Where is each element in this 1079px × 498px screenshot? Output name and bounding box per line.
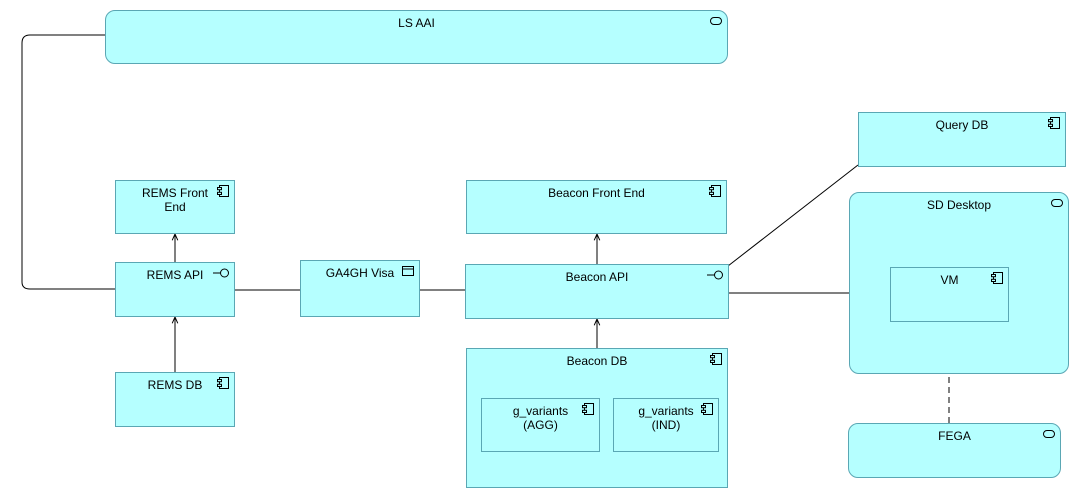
node-g-variants-agg[interactable]: g_variants (AGG) <box>481 398 600 452</box>
service-icon <box>710 15 722 27</box>
node-label: g_variants (AGG) <box>512 404 569 432</box>
component-icon <box>991 272 1003 284</box>
node-label: SD Desktop <box>926 198 992 212</box>
interface-icon <box>213 267 229 279</box>
node-label: Beacon DB <box>566 354 628 368</box>
node-label: VM <box>940 273 959 287</box>
node-ga4gh-visa[interactable]: GA4GH Visa <box>300 260 420 317</box>
node-rems-front-end[interactable]: REMS Front End <box>115 180 235 234</box>
service-icon <box>1043 428 1055 440</box>
node-rems-db[interactable]: REMS DB <box>115 372 235 427</box>
node-label: g_variants (IND) <box>638 404 694 432</box>
node-label: Beacon API <box>565 270 629 284</box>
node-label: GA4GH Visa <box>325 266 395 280</box>
node-label: FEGA <box>938 429 971 443</box>
node-label: Query DB <box>935 118 989 132</box>
edge-lsaai-rems-api <box>21 34 115 290</box>
node-beacon-api[interactable]: Beacon API <box>465 264 729 319</box>
node-label: Beacon Front End <box>548 186 645 200</box>
node-query-db[interactable]: Query DB <box>858 112 1066 167</box>
node-fega[interactable]: FEGA <box>848 423 1061 478</box>
component-icon <box>1048 117 1060 129</box>
node-label: LS AAI <box>398 16 435 30</box>
component-icon <box>582 403 594 415</box>
service-icon <box>1051 197 1063 209</box>
edge-beacon-api-query-db <box>727 164 859 267</box>
component-icon <box>709 185 721 197</box>
node-label: REMS Front End <box>141 186 208 214</box>
data-object-icon <box>402 265 414 277</box>
node-beacon-front-end[interactable]: Beacon Front End <box>466 180 727 234</box>
node-ls-aai[interactable]: LS AAI <box>105 10 728 64</box>
node-sd-desktop[interactable]: SD Desktop VM <box>849 192 1069 374</box>
interface-icon <box>707 269 723 281</box>
component-icon <box>701 403 713 415</box>
component-icon <box>217 377 229 389</box>
component-icon <box>710 353 722 365</box>
node-rems-api[interactable]: REMS API <box>115 262 235 317</box>
component-icon <box>217 185 229 197</box>
node-label: REMS DB <box>147 378 203 392</box>
node-beacon-db[interactable]: Beacon DB g_variants (AGG) g_variants (I… <box>466 348 728 488</box>
node-label: REMS API <box>146 268 204 282</box>
node-vm[interactable]: VM <box>890 267 1009 322</box>
node-g-variants-ind[interactable]: g_variants (IND) <box>613 398 719 452</box>
